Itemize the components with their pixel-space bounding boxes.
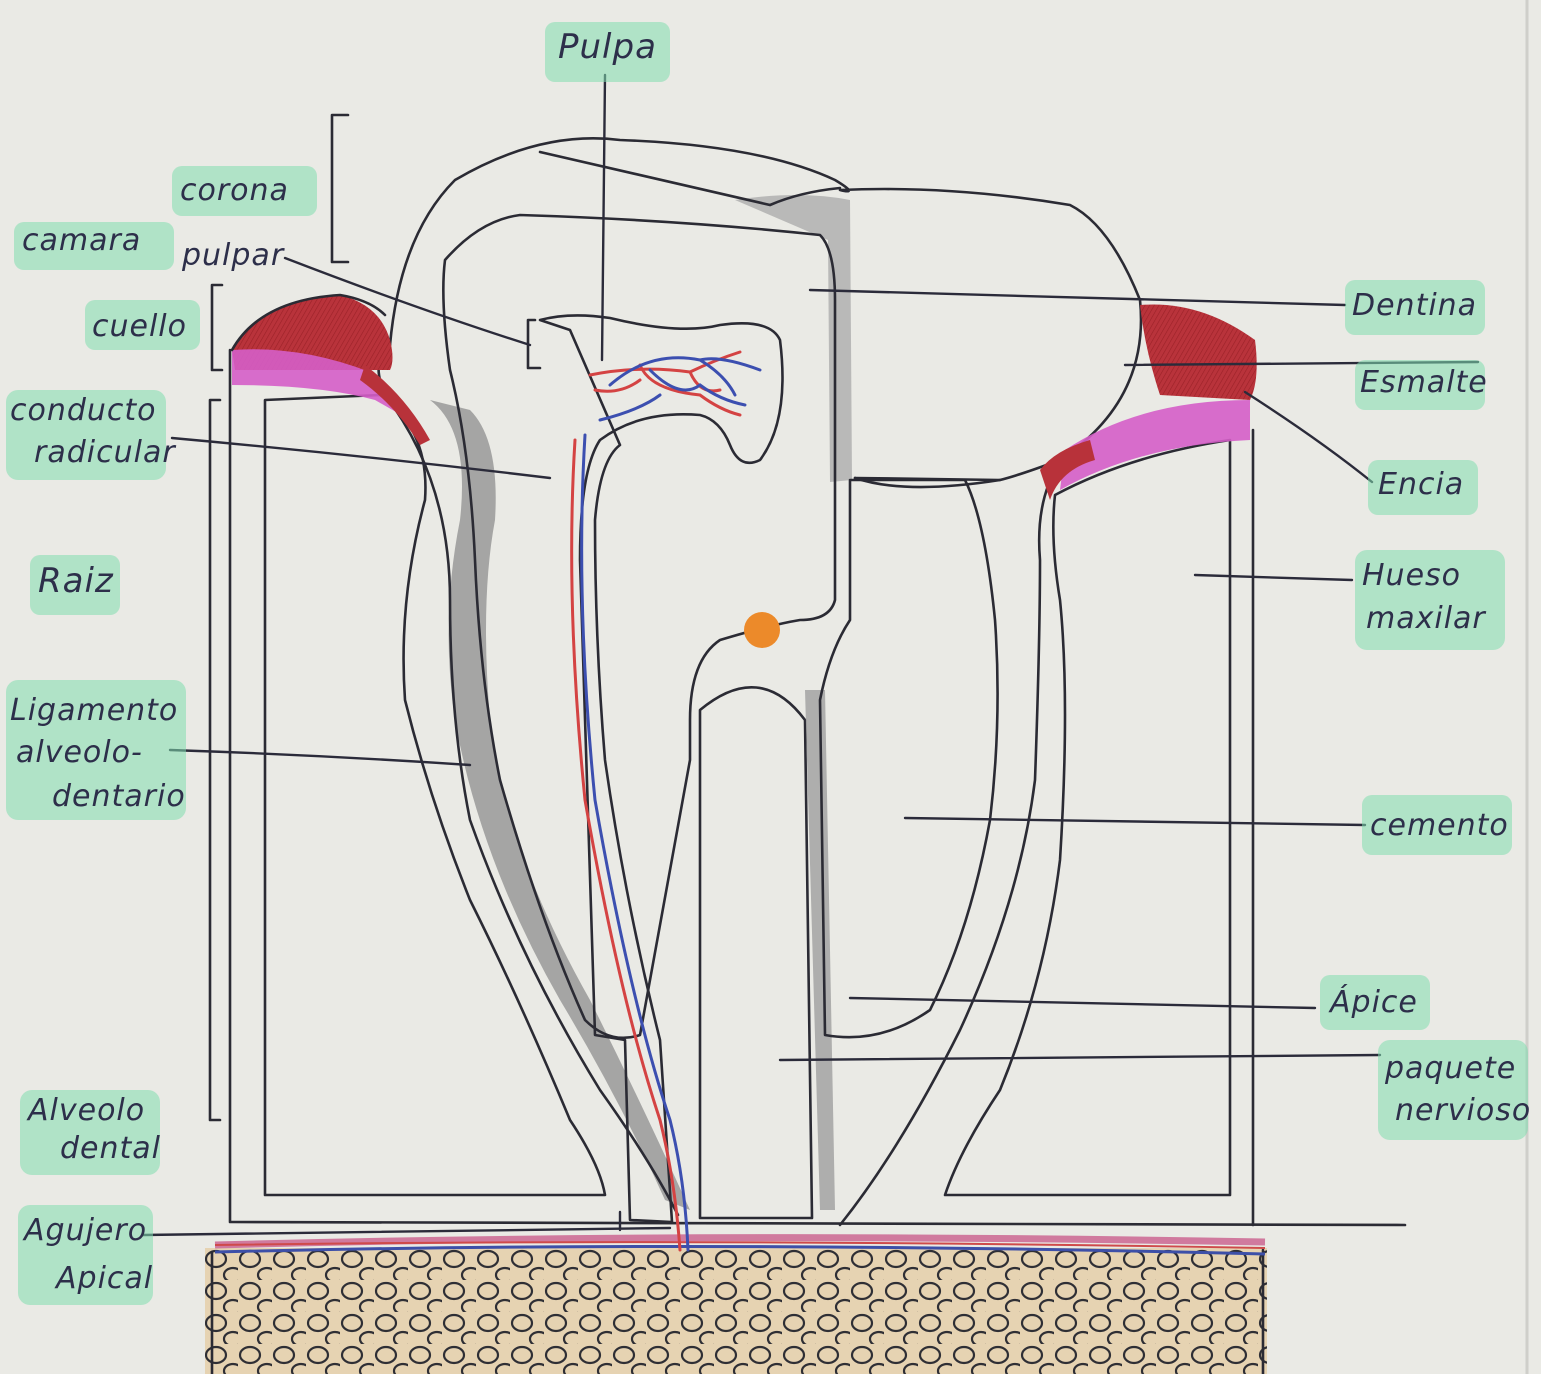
label-cemento: cemento bbox=[1370, 808, 1509, 843]
label-encia: Encia bbox=[1378, 467, 1464, 502]
label-pulpar: pulpar bbox=[181, 238, 285, 273]
label-dentina: Dentina bbox=[1352, 288, 1477, 323]
label-raiz: Raiz bbox=[38, 561, 114, 601]
label-conducto-2: radicular bbox=[34, 435, 176, 470]
label-hueso-2: maxilar bbox=[1366, 601, 1486, 636]
label-ligamento-1: Ligamento bbox=[10, 693, 178, 728]
label-ligamento-3: dentario bbox=[52, 779, 186, 814]
label-esmalte: Esmalte bbox=[1360, 365, 1488, 400]
label-camara: camara bbox=[22, 223, 141, 258]
label-ligamento-2: alveolo- bbox=[16, 735, 143, 770]
label-paquete-2: nervioso bbox=[1395, 1093, 1531, 1128]
label-alveolo-2: dental bbox=[60, 1131, 161, 1166]
label-corona: corona bbox=[180, 173, 289, 208]
label-pulpa: Pulpa bbox=[558, 27, 657, 67]
label-apice: Ápice bbox=[1328, 984, 1418, 1020]
label-agujero-1: Agujero bbox=[22, 1213, 147, 1248]
label-paquete-1: paquete bbox=[1384, 1051, 1516, 1086]
label-agujero-2: Apical bbox=[54, 1261, 153, 1296]
label-alveolo-1: Alveolo bbox=[26, 1093, 145, 1128]
label-cuello: cuello bbox=[92, 309, 187, 344]
label-conducto-1: conducto bbox=[10, 393, 157, 428]
label-hueso-1: Hueso bbox=[1362, 558, 1461, 593]
bottom-bone-layer bbox=[205, 1238, 1267, 1374]
